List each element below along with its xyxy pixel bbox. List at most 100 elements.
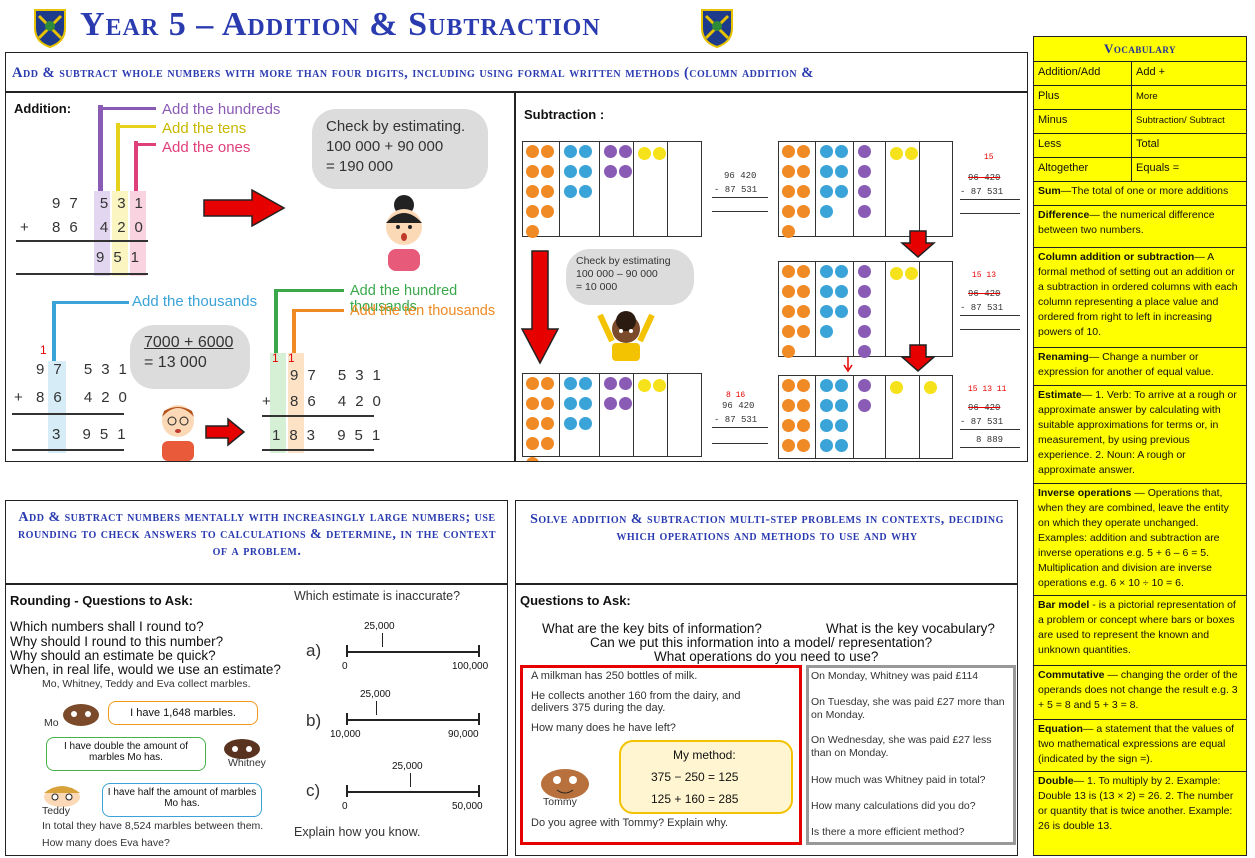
- teddy-face-icon: [44, 786, 80, 807]
- mental-methods-header: Add & subtract numbers mentally with inc…: [5, 500, 508, 584]
- sub-result: 8 889: [976, 435, 1004, 445]
- teddy-speech: I have half the amount of marbles Mo has…: [102, 783, 262, 817]
- line-b-start: 10,000: [330, 729, 361, 740]
- final-result: 183 951: [272, 427, 390, 444]
- addend-bottom-2: 86 420: [36, 389, 136, 406]
- def-difference: Difference— the numerical difference bet…: [1034, 205, 1246, 247]
- whitney-label: Whitney: [228, 757, 266, 769]
- sub-marks-4: 15 13 11: [968, 385, 1007, 394]
- problems-questions-title: Questions to Ask:: [520, 593, 631, 608]
- sub-top-1: 96 420: [724, 171, 757, 181]
- def-renaming: Renaming— Change a number or expression …: [1034, 347, 1246, 385]
- add-hundreds-label: Add the hundreds: [162, 101, 281, 118]
- mo-label: Mo: [44, 717, 59, 729]
- sub-struck-2: 96 420: [968, 289, 1001, 299]
- def-commutative: Commutative — changing the order of the …: [1034, 665, 1246, 719]
- def-bar-model: Bar model - is a pictorial representatio…: [1034, 595, 1246, 665]
- place-value-chart-2: [778, 141, 953, 238]
- rounding-question-3: Why should an estimate be quick?: [10, 648, 216, 663]
- addend-top: 97 531: [52, 195, 152, 212]
- page-title: Year 5 – Addition & Subtraction: [80, 6, 601, 43]
- plus-sign: +: [20, 219, 35, 236]
- school-crest-right-icon: [700, 8, 734, 49]
- sub-bottom-5: - 87 531: [960, 417, 1004, 427]
- problems-question-2: What is the key vocabulary?: [826, 621, 995, 636]
- mo-speech: I have 1,648 marbles.: [108, 701, 258, 725]
- def-double: Double— 1. To multiply by 2. Example: Do…: [1034, 771, 1246, 855]
- add-ten-thousands-label: Add the ten thousands: [350, 303, 496, 319]
- option-b: b): [306, 711, 322, 730]
- plus-sign-3: +: [262, 393, 277, 410]
- child-character-icon: [597, 311, 655, 361]
- explain-prompt: Explain how you know.: [294, 825, 421, 839]
- whitney-line-4: How much was Whitney paid in total?: [811, 774, 986, 786]
- small-down-arrow-icon: [843, 357, 853, 373]
- def-column: Column addition or subtraction— A formal…: [1034, 247, 1246, 347]
- thousands-bubble: 7000 + 6000 = 13 000: [130, 325, 250, 389]
- addend-bottom-3: 86 420: [290, 393, 390, 410]
- partial-result-2: 3 951: [52, 426, 135, 443]
- whitney-line-3: On Wednesday, she was paid £27 less than…: [811, 734, 992, 759]
- vocab-term-2b: More: [1136, 91, 1158, 102]
- estimate-question: Which estimate is inaccurate?: [294, 589, 461, 603]
- whitney-pay-problem: On Monday, Whitney was paid £114 On Tues…: [806, 665, 1016, 845]
- down-arrow-icon: [900, 230, 936, 258]
- milk-line-3: How many does he have left?: [531, 722, 676, 734]
- boy-character-icon: [162, 405, 194, 461]
- method-step-1: 375 − 250 = 125: [651, 770, 739, 784]
- school-crest-left-icon: [33, 8, 67, 49]
- line-b-mark: 25,000: [360, 689, 391, 700]
- sub-bottom-2: - 87 531: [960, 187, 1004, 197]
- place-value-chart-1: [522, 141, 702, 238]
- problems-heading: Solve addition & subtraction multi-step …: [530, 512, 1004, 544]
- agree-question: Do you agree with Tommy? Explain why.: [531, 817, 729, 829]
- partial-result: 951: [96, 249, 149, 266]
- add-tens-label: Add the tens: [162, 120, 247, 137]
- down-arrow-icon-2: [900, 344, 936, 372]
- vocab-term-1b: Add +: [1136, 66, 1166, 78]
- line-c-end: 50,000: [452, 801, 483, 812]
- eva-question: How many does Eva have?: [42, 837, 170, 849]
- def-inverse: Inverse operations — Operations that, wh…: [1034, 483, 1246, 595]
- add-hundred-thousands-label: Add the hundred thousands: [350, 283, 458, 315]
- problems-header: Solve addition & subtraction multi-step …: [515, 500, 1018, 584]
- line-a-start: 0: [342, 661, 348, 672]
- right-arrow-icon-2: [205, 417, 246, 447]
- whitney-line-2: On Tuesday, she was paid £27 more than o…: [811, 696, 1005, 721]
- addend-top-3: 97 531: [290, 367, 390, 384]
- vocabulary-title: Vocabulary: [1103, 41, 1177, 56]
- milk-line-1: A milkman has 250 bottles of milk.: [531, 670, 698, 682]
- whitney-line-1: On Monday, Whitney was paid £114: [811, 670, 979, 682]
- addend-bottom: 86 420: [52, 219, 152, 236]
- add-thousands-label: Add the thousands: [132, 293, 258, 310]
- def-equation: Equation— a statement that the values of…: [1034, 719, 1246, 771]
- problems-panel: Questions to Ask: What are the key bits …: [515, 584, 1018, 856]
- subtraction-panel: Subtraction : 96 420 - 87 531 15 96 420 …: [515, 92, 1028, 462]
- sub-estimate-bubble: Check by estimating 100 000 – 90 000 = 1…: [566, 249, 694, 305]
- vocab-term-3: Minus: [1034, 110, 1132, 133]
- mo-face-icon: [63, 704, 99, 726]
- carry-digits-2: 1 1: [272, 351, 298, 365]
- option-c: c): [306, 781, 321, 800]
- method-step-2: 125 + 160 = 285: [651, 792, 739, 806]
- whitney-speech: I have double the amount of marbles Mo h…: [46, 737, 206, 771]
- option-a: a): [306, 641, 322, 660]
- line-c-start: 0: [342, 801, 348, 812]
- sub-marks-2: 15 13: [972, 271, 997, 280]
- sub-marks-1: 15: [984, 153, 994, 162]
- tommy-label: Tommy: [543, 796, 577, 808]
- problems-question-3: Can we put this information into a model…: [590, 635, 933, 650]
- sub-bottom-3: - 87 531: [960, 303, 1004, 313]
- vocab-term-4b: Total: [1136, 138, 1160, 150]
- teddy-label: Teddy: [42, 805, 71, 817]
- written-methods-heading: Add & subtract whole numbers with more t…: [12, 65, 814, 81]
- rounding-panel: Rounding - Questions to Ask: Which numbe…: [5, 584, 508, 856]
- vocab-term-5: Altogether: [1034, 158, 1132, 181]
- whitney-line-5: How many calculations did you do?: [811, 800, 976, 812]
- problems-question-1: What are the key bits of information?: [542, 621, 762, 636]
- place-value-chart-3: [778, 261, 953, 358]
- line-c-mark: 25,000: [392, 761, 423, 772]
- add-ones-label: Add the ones: [162, 139, 251, 156]
- problems-question-4: What operations do you need to use?: [654, 649, 879, 664]
